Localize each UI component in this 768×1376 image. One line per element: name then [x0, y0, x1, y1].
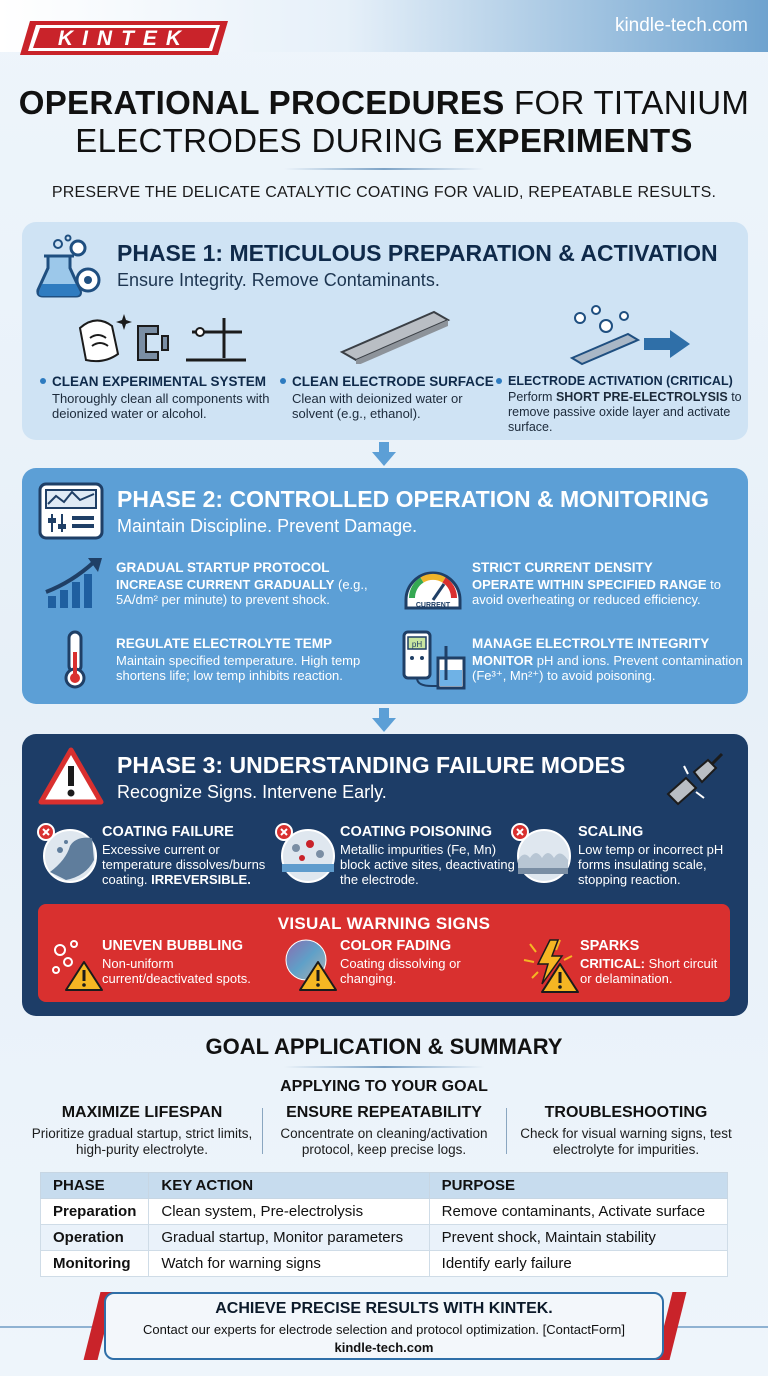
cleaning-tools-icon	[78, 314, 246, 363]
phase2-panel: PHASE 2: CONTROLLED OPERATION & MONITORI…	[22, 468, 748, 704]
electrode-plate-icon	[339, 310, 451, 364]
goal-title: GOAL APPLICATION & SUMMARY	[205, 1034, 563, 1059]
table-cell: Remove contaminants, Activate surface	[428, 1198, 729, 1225]
title-divider	[284, 168, 484, 170]
phase2-item-electrolyte-integrity: MANAGE ELECTROLYTE INTEGRITY MONITOR pH …	[472, 636, 743, 683]
phase1-item-clean-system: CLEAN EXPERIMENTAL SYSTEM Thoroughly cle…	[40, 374, 270, 421]
table-cell: Preparation	[39, 1198, 150, 1225]
flow-arrow-icon	[372, 442, 396, 466]
phase1-panel: PHASE 1: METICULOUS PREPARATION & ACTIVA…	[22, 222, 748, 440]
sparks-icon	[523, 939, 579, 993]
thermometer-icon	[64, 630, 86, 689]
cta-contact-text[interactable]: Contact our experts for electrode select…	[143, 1322, 625, 1337]
goal-col-troubleshooting: TROUBLESHOOTING Check for visual warning…	[520, 1104, 732, 1157]
warning-item-sparks: SPARKS CRITICAL: Short circuit or delami…	[580, 938, 718, 986]
phase1-item-activation: ELECTRODE ACTIVATION (CRITICAL) Perform …	[496, 374, 744, 435]
warning-item-uneven-bubbling: UNEVEN BUBBLING Non-uniform current/deac…	[102, 938, 251, 986]
bullet-icon	[40, 378, 46, 385]
phase2-item-electrolyte-temp: REGULATE ELECTROLYTE TEMP Maintain speci…	[116, 636, 361, 683]
phase3-item-scaling: SCALING Low temp or incorrect pH forms i…	[578, 824, 724, 887]
broken-electrode-icon	[666, 752, 724, 806]
table-cell: Monitoring	[39, 1250, 150, 1277]
meter-label: pH	[412, 640, 422, 649]
current-gauge-icon: CURRENT	[404, 571, 462, 610]
site-url[interactable]: kindle-tech.com	[614, 15, 748, 36]
warning-signs-box: VISUAL WARNING SIGNS UNEVEN BUBBLING Non…	[38, 904, 730, 1002]
table-cell: Identify early failure	[428, 1250, 729, 1277]
table-header-row: PHASE KEY ACTION PURPOSE	[39, 1172, 729, 1199]
phase3-subtitle: Recognize Signs. Intervene Early.	[117, 782, 387, 802]
table-cell: Watch for warning signs	[148, 1250, 430, 1277]
cta-heading: ACHIEVE PRECISE RESULTS WITH KINTEK.	[215, 1300, 553, 1317]
table-header: PHASE	[39, 1172, 150, 1199]
warning-item-color-fading: COLOR FADING Coating dissolving or chang…	[340, 938, 461, 986]
scaling-icon	[511, 823, 571, 883]
kintek-logo[interactable]: KINTEK	[20, 18, 228, 58]
phase3-title: PHASE 3: UNDERSTANDING FAILURE MODES	[117, 752, 626, 778]
activation-bubbles-icon	[569, 305, 690, 366]
bullet-icon	[496, 377, 502, 384]
phase1-title: PHASE 1: METICULOUS PREPARATION & ACTIVA…	[117, 240, 718, 266]
cta-box	[104, 1292, 664, 1360]
uneven-bubbling-icon	[52, 940, 103, 991]
goal-subtitle: APPLYING TO YOUR GOAL	[280, 1078, 488, 1095]
page-subtitle: PRESERVE THE DELICATE CATALYTIC COATING …	[51, 184, 717, 201]
rising-chart-icon	[45, 558, 102, 608]
phase2-subtitle: Maintain Discipline. Prevent Damage.	[117, 516, 418, 536]
warning-signs-title: VISUAL WARNING SIGNS	[277, 914, 491, 933]
table-header: KEY ACTION	[148, 1172, 430, 1199]
goal-separator	[262, 1108, 263, 1154]
goal-separator	[506, 1108, 507, 1154]
table-row: Monitoring Watch for warning signs Ident…	[39, 1250, 729, 1277]
table-cell: Gradual startup, Monitor parameters	[148, 1224, 430, 1251]
coating-poisoning-icon	[275, 823, 335, 883]
phase1-subtitle: Ensure Integrity. Remove Contaminants.	[117, 270, 440, 290]
lab-flask-gear-icon	[36, 234, 101, 298]
ph-meter-icon: pH	[402, 630, 466, 690]
phase2-item-gradual-startup: GRADUAL STARTUP PROTOCOL INCREASE CURREN…	[116, 560, 368, 607]
table-header: PURPOSE	[428, 1172, 729, 1199]
phase3-item-coating-failure: COATING FAILURE Excessive current or tem…	[102, 824, 266, 887]
phase1-item-clean-electrode: CLEAN ELECTRODE SURFACE Clean with deion…	[280, 374, 500, 421]
gauge-label: CURRENT	[416, 602, 451, 609]
goal-col-repeatability: ENSURE REPEATABILITY Concentrate on clea…	[280, 1104, 488, 1157]
goal-col-lifespan: MAXIMIZE LIFESPAN Prioritize gradual sta…	[31, 1104, 253, 1157]
logo-text: KINTEK	[58, 27, 190, 50]
flow-arrow-icon	[372, 708, 396, 732]
goal-divider	[284, 1066, 484, 1068]
phase2-title: PHASE 2: CONTROLLED OPERATION & MONITORI…	[117, 486, 710, 512]
table-cell: Operation	[39, 1224, 150, 1251]
color-fading-icon	[285, 939, 337, 991]
table-row: Preparation Clean system, Pre-electrolys…	[39, 1198, 729, 1225]
table-cell: Prevent shock, Maintain stability	[428, 1224, 729, 1251]
cta-site-link[interactable]: kindle-tech.com	[334, 1340, 434, 1355]
table-cell: Clean system, Pre-electrolysis	[148, 1198, 430, 1225]
page-title: OPERATIONAL PROCEDURES FOR TITANIUM ELEC…	[18, 84, 750, 159]
cta-banner[interactable]: ACHIEVE PRECISE RESULTS WITH KINTEK. Con…	[83, 1292, 687, 1360]
warning-triangle-icon	[38, 747, 104, 805]
bullet-icon	[280, 378, 286, 385]
summary-table: PHASE KEY ACTION PURPOSE Preparation Cle…	[39, 1172, 729, 1277]
coating-failure-icon	[37, 823, 97, 883]
phase3-item-coating-poisoning: COATING POISONING Metallic impurities (F…	[340, 824, 515, 887]
table-row: Operation Gradual startup, Monitor param…	[39, 1224, 729, 1251]
control-panel-icon	[38, 482, 104, 540]
phase2-item-current-density: STRICT CURRENT DENSITY OPERATE WITHIN SP…	[472, 560, 721, 607]
